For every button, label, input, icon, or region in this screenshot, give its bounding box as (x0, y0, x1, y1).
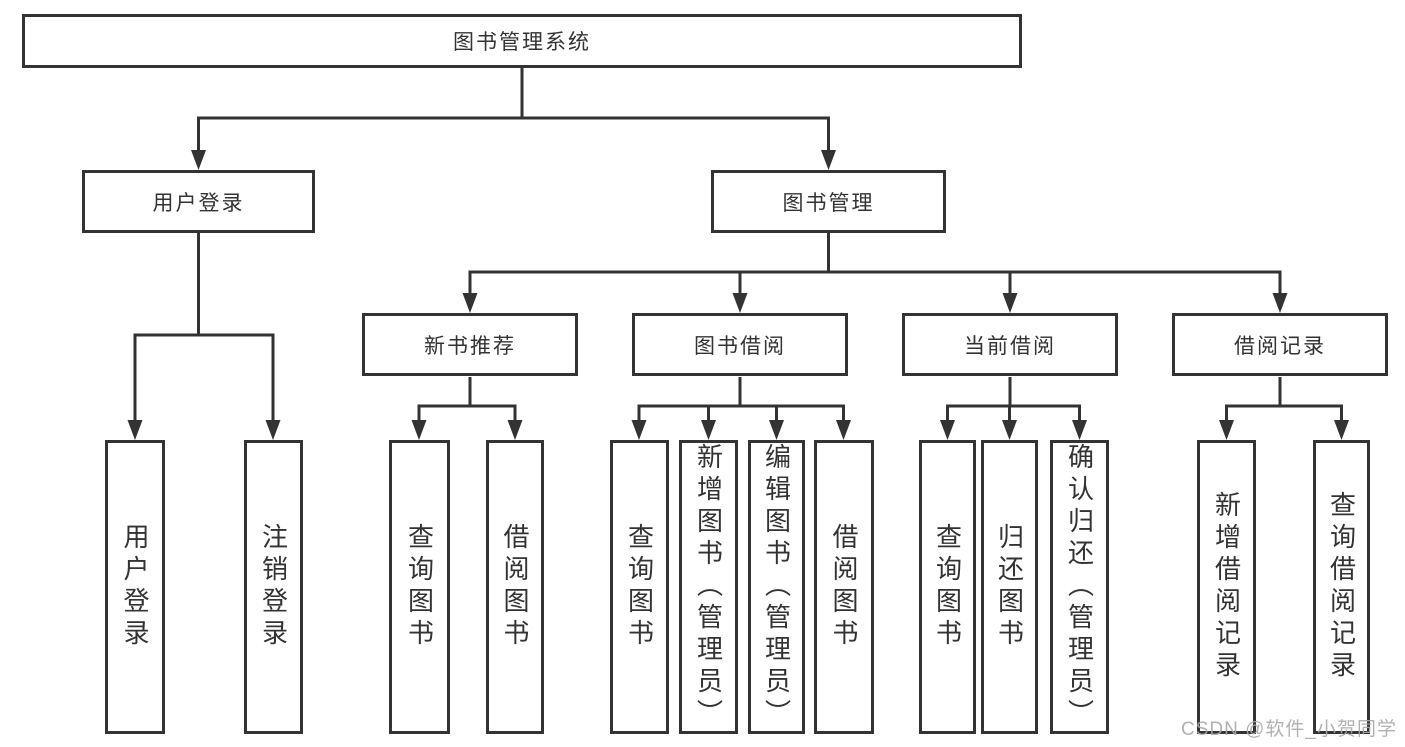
leaf-query-borrow-record: 查询借阅记录 (1313, 440, 1370, 734)
node-book-borrow: 图书借阅 (632, 313, 848, 376)
leaf-user-login-label: 用户登录 (120, 523, 150, 651)
leaf-return-books: 归还图书 (981, 440, 1038, 734)
node-root: 图书管理系统 (22, 14, 1022, 68)
leaf-add-books-admin-label: 新增图书（管理员） (693, 443, 724, 731)
leaf-return-books-label: 归还图书 (994, 523, 1025, 651)
node-user-login-label: 用户登录 (152, 191, 245, 215)
node-root-label: 图书管理系统 (453, 31, 591, 54)
leaf-confirm-return-admin: 确认归还（管理员） (1050, 440, 1109, 734)
leaf-user-login: 用户登录 (105, 440, 165, 734)
leaf-add-borrow-record: 新增借阅记录 (1197, 440, 1256, 734)
leaf-add-borrow-record-label: 新增借阅记录 (1211, 491, 1242, 683)
leaf-logout-label: 注销登录 (258, 523, 289, 651)
leaf-confirm-return-admin-label: 确认归还（管理员） (1064, 443, 1095, 731)
leaf-borrow-books: 借阅图书 (814, 440, 874, 734)
leaf-query-books-borrow: 查询图书 (610, 440, 669, 734)
node-new-book-recommend: 新书推荐 (362, 313, 578, 376)
node-book-management-label: 图书管理 (782, 191, 875, 215)
leaf-edit-books-admin-label: 编辑图书（管理员） (761, 443, 792, 731)
leaf-borrow-books-recommend-label: 借阅图书 (500, 523, 530, 651)
node-new-book-recommend-label: 新书推荐 (424, 334, 516, 358)
node-current-borrow: 当前借阅 (902, 313, 1118, 376)
leaf-query-books-borrow-label: 查询图书 (624, 523, 655, 651)
leaf-query-borrow-record-label: 查询借阅记录 (1326, 491, 1357, 683)
leaf-query-books-recommend: 查询图书 (389, 440, 450, 734)
leaf-borrow-books-recommend: 借阅图书 (486, 440, 544, 734)
leaf-query-books-recommend-label: 查询图书 (404, 523, 435, 651)
leaf-add-books-admin: 新增图书（管理员） (679, 440, 738, 734)
leaf-edit-books-admin: 编辑图书（管理员） (748, 440, 805, 734)
node-book-borrow-label: 图书借阅 (694, 334, 786, 358)
leaf-query-books-current: 查询图书 (919, 440, 976, 734)
node-book-management: 图书管理 (711, 170, 946, 233)
node-borrow-record-label: 借阅记录 (1234, 334, 1326, 358)
node-current-borrow-label: 当前借阅 (964, 334, 1056, 358)
node-borrow-record: 借阅记录 (1172, 313, 1388, 376)
node-user-login: 用户登录 (82, 170, 315, 233)
leaf-borrow-books-label: 借阅图书 (829, 523, 859, 651)
leaf-logout: 注销登录 (244, 440, 303, 734)
leaf-query-books-current-label: 查询图书 (932, 523, 963, 651)
